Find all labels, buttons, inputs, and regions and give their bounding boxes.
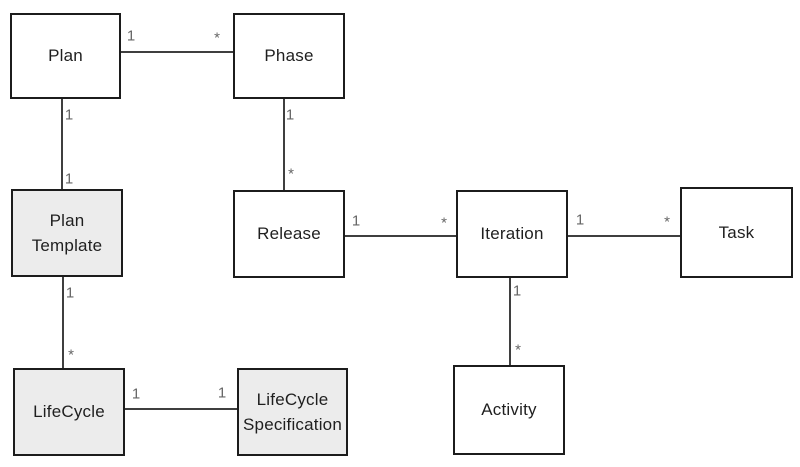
multiplicity-label: 1 [131, 385, 141, 403]
node-label-iteration: Iteration [480, 224, 544, 244]
node-label-lifecycle-specification: LifeCycle Specification [243, 389, 342, 435]
node-label-lifecycle: LifeCycle [33, 402, 105, 422]
node-label-plan: Plan [48, 46, 83, 66]
connector-phase-release [283, 99, 285, 190]
multiplicity-label: * [288, 165, 294, 183]
multiplicity-label: 1 [512, 282, 522, 300]
connector-lifecycle-lifecycle-specification [125, 408, 237, 410]
node-iteration: Iteration [456, 190, 568, 278]
node-lifecycle-specification: LifeCycle Specification [237, 368, 348, 456]
node-plan-template: Plan Template [11, 189, 123, 277]
multiplicity-label: 1 [64, 106, 74, 124]
node-plan: Plan [10, 13, 121, 99]
node-phase: Phase [233, 13, 345, 99]
connector-plan-phase [121, 51, 233, 53]
multiplicity-label: * [515, 341, 521, 359]
multiplicity-label: * [664, 213, 670, 231]
connector-iteration-task [568, 235, 680, 237]
multiplicity-label: * [214, 29, 220, 47]
multiplicity-label: 1 [575, 211, 585, 229]
node-label-release: Release [257, 224, 321, 244]
multiplicity-label: 1 [126, 27, 136, 45]
multiplicity-label: 1 [217, 384, 227, 402]
connector-release-iteration [345, 235, 456, 237]
connector-plan-template-lifecycle [62, 277, 64, 368]
multiplicity-label: * [441, 214, 447, 232]
node-label-task: Task [718, 222, 755, 242]
node-label-phase: Phase [264, 46, 314, 66]
multiplicity-label: 1 [64, 170, 74, 188]
connector-iteration-activity [509, 278, 511, 365]
multiplicity-label: 1 [65, 284, 75, 302]
node-label-activity: Activity [481, 400, 537, 420]
node-task: Task [680, 187, 793, 278]
node-label-plan-template: Plan Template [31, 210, 103, 256]
connector-plan-plan-template [61, 99, 63, 189]
multiplicity-label: * [68, 346, 74, 364]
node-activity: Activity [453, 365, 565, 455]
multiplicity-label: 1 [285, 106, 295, 124]
node-release: Release [233, 190, 345, 278]
node-lifecycle: LifeCycle [13, 368, 125, 456]
multiplicity-label: 1 [351, 212, 361, 230]
